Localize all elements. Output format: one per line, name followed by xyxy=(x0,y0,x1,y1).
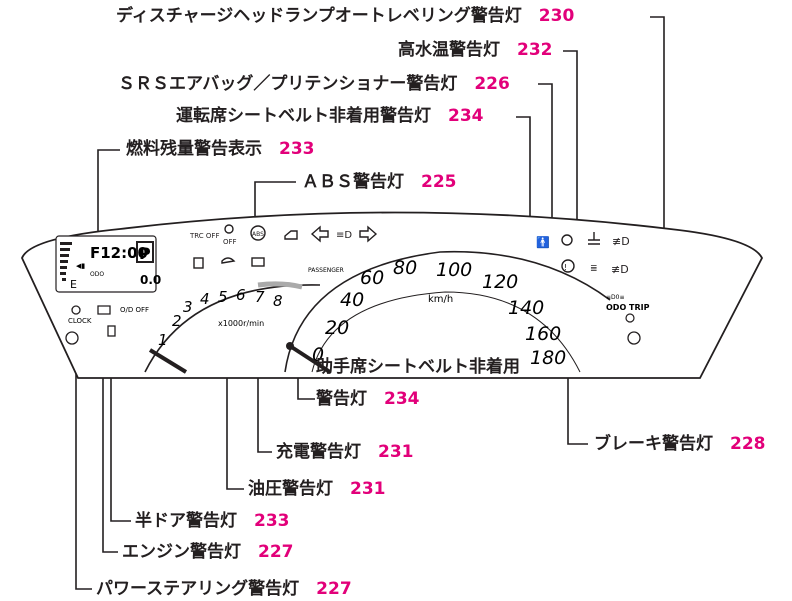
door-ajar-icon xyxy=(107,325,116,337)
turn-right-icon xyxy=(359,225,378,243)
svg-text:3: 3 xyxy=(183,298,193,316)
odo-trip-headlamp-icon: ≡D0≡ xyxy=(606,294,625,301)
svg-text:7: 7 xyxy=(255,288,265,306)
label-coolant-temp: 高水温警告灯 232 xyxy=(398,40,553,60)
svg-text:180: 180 xyxy=(530,347,566,369)
svg-text:ABS: ABS xyxy=(252,231,264,238)
trc-off-label: TRC OFF xyxy=(189,232,219,240)
label-engine-warning: エンジン警告灯 227 xyxy=(122,542,294,562)
svg-text:5: 5 xyxy=(218,288,228,306)
headlight-icon: ≡D xyxy=(336,230,352,241)
svg-text:4: 4 xyxy=(200,290,210,308)
abs-icon xyxy=(250,225,266,241)
tach-needle xyxy=(148,348,188,374)
label-oil-pressure: 油圧警告灯 231 xyxy=(248,479,386,499)
svg-text:20: 20 xyxy=(325,317,349,339)
clock-label: CLOCK xyxy=(68,317,92,325)
label-passenger-seatbelt-line1: 助手席シートベルト非着用 xyxy=(316,357,520,377)
label-door-ajar: 半ドア警告灯 233 xyxy=(135,511,290,531)
od-off-label: O/D OFF xyxy=(120,306,149,314)
odo-trip-button[interactable] xyxy=(627,331,641,345)
speed-needle xyxy=(288,344,332,374)
door-warning-icon xyxy=(193,257,204,269)
leader-lines xyxy=(75,16,665,590)
svg-text:100: 100 xyxy=(436,259,472,281)
svg-text:1: 1 xyxy=(158,331,168,349)
label-passenger-seatbelt-line2: 警告灯 234 xyxy=(316,389,420,409)
label-headlamp-leveling: ディスチャージヘッドランプオートレベリング警告灯 230 xyxy=(116,6,575,26)
odo-trip-label: ODO TRIP xyxy=(606,303,650,312)
srs-airbag-icon xyxy=(561,234,573,246)
turn-left-icon xyxy=(310,225,329,243)
svg-text:8: 8 xyxy=(273,292,283,310)
label-charge-warning: 充電警告灯 231 xyxy=(276,442,414,462)
cluster-outline xyxy=(21,211,764,379)
label-fuel-warning: 燃料残量警告表示 233 xyxy=(126,139,315,159)
fog-lamp-icon: ≢D xyxy=(612,235,630,248)
slip-indicator-icon xyxy=(224,224,234,234)
battery-icon xyxy=(251,257,265,267)
svg-text:80: 80 xyxy=(393,257,417,279)
lcd-odo-value: 0.0 xyxy=(140,273,161,287)
indicator-row: TRC OFF OFF ABS ≡D 🚹 ≢D ! ≣ ≢D xyxy=(189,224,630,276)
oil-pressure-icon xyxy=(221,257,236,264)
driver-seatbelt-icon: 🚹 xyxy=(536,236,550,249)
svg-text:160: 160 xyxy=(525,323,561,345)
right-controls: ≡D0≡ ODO TRIP xyxy=(606,294,650,345)
svg-text:140: 140 xyxy=(508,297,544,319)
svg-text:120: 120 xyxy=(482,271,518,293)
svg-text:6: 6 xyxy=(236,286,246,304)
clock-button[interactable] xyxy=(65,331,79,345)
security-icon xyxy=(284,230,298,240)
left-indicators: CLOCK O/D OFF xyxy=(65,305,149,345)
label-driver-seatbelt: 運転席シートベルト非着用警告灯 234 xyxy=(176,106,484,126)
lcd-display: F12:00 P ◀▮ E ODO 0.0 xyxy=(55,235,161,293)
headlamp-leveling-alt-icon: ≣ xyxy=(590,264,598,274)
fuel-warning-icon: ◀▮ xyxy=(76,262,85,270)
lcd-fuel-e: E xyxy=(70,278,77,291)
label-brake-warning: ブレーキ警告灯 228 xyxy=(594,434,766,454)
lcd-clock: F12:00 xyxy=(90,244,148,262)
headlamp-leveling-icon: ≢D xyxy=(611,263,629,276)
svg-text:!: ! xyxy=(564,263,567,272)
svg-text:2: 2 xyxy=(172,312,182,330)
lcd-odo: ODO xyxy=(90,271,104,278)
svg-text:40: 40 xyxy=(340,289,364,311)
engine-check-icon xyxy=(97,305,111,315)
label-power-steering: パワーステアリング警告灯 227 xyxy=(96,579,352,599)
brake-warning-icon xyxy=(561,259,575,273)
label-abs-warning: ＡＢＳ警告灯 225 xyxy=(302,172,457,192)
speedometer: 0 20 40 60 80 100 120 140 160 180 km/h xyxy=(284,250,611,374)
tach-unit: x1000r/min xyxy=(218,319,264,328)
speed-unit: km/h xyxy=(428,294,453,305)
coolant-temp-icon xyxy=(588,232,600,245)
off-label: OFF xyxy=(223,238,237,246)
power-steering-icon xyxy=(71,305,81,315)
svg-text:60: 60 xyxy=(360,267,384,289)
tachometer: 1 2 3 4 5 6 7 8 x1000r/min xyxy=(144,281,321,374)
label-srs-airbag: ＳＲＳエアバッグ／プリテンショナー警告灯 226 xyxy=(118,74,510,94)
passenger-label: PASSENGER xyxy=(308,267,344,274)
lcd-gear: P xyxy=(139,244,151,263)
